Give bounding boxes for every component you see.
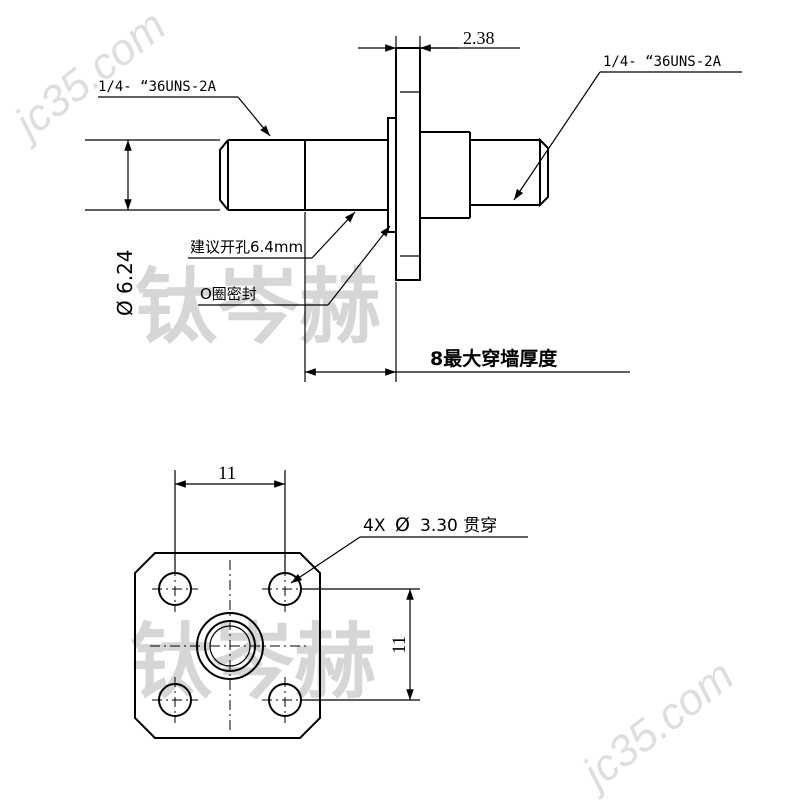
left-thread-chamfer xyxy=(219,139,229,211)
holes-note-suffix: 3.30 贯穿 xyxy=(420,516,497,536)
oring-note-label: O圈密封 xyxy=(200,285,257,303)
watermark: 钛岑赫 钛岑赫 jc35.com jc35.com xyxy=(2,1,743,800)
front-view: 11 11 4X Ø 3.30 贯穿 xyxy=(134,463,528,739)
max-wall-label: 8最大穿墙厚度 xyxy=(430,347,558,370)
side-view: Ø 6.24 2.38 1/4- “36UNS-2A 1/4- “36UNS-2… xyxy=(85,28,742,382)
diameter-symbol: Ø xyxy=(113,300,137,316)
o-ring xyxy=(387,117,397,233)
brand-watermark-bottom: 钛岑赫 xyxy=(130,615,376,710)
diameter-label: Ø 6.24 xyxy=(113,249,137,316)
brand-watermark-top: 钛岑赫 xyxy=(135,260,381,355)
holes-note-prefix: 4X xyxy=(363,516,386,536)
hole-note-label: 建议开孔6.4mm xyxy=(190,238,303,256)
right-thread-label: 1/4- “36UNS-2A xyxy=(603,54,722,70)
left-thread-label: 1/4- “36UNS-2A xyxy=(98,79,217,95)
height-dimension-label: 11 xyxy=(389,636,410,654)
flange-thickness-label: 2.38 xyxy=(463,28,495,48)
site-watermark-bottom: jc35.com xyxy=(570,651,743,800)
width-dimension-label: 11 xyxy=(218,463,236,484)
site-watermark-top: jc35.com xyxy=(2,1,175,151)
diameter-value: 6.24 xyxy=(113,249,137,294)
holes-note: 4X Ø 3.30 贯穿 xyxy=(363,514,497,536)
holes-diameter-symbol: Ø xyxy=(395,514,410,536)
flange xyxy=(395,47,421,281)
flange-outline xyxy=(134,552,321,739)
